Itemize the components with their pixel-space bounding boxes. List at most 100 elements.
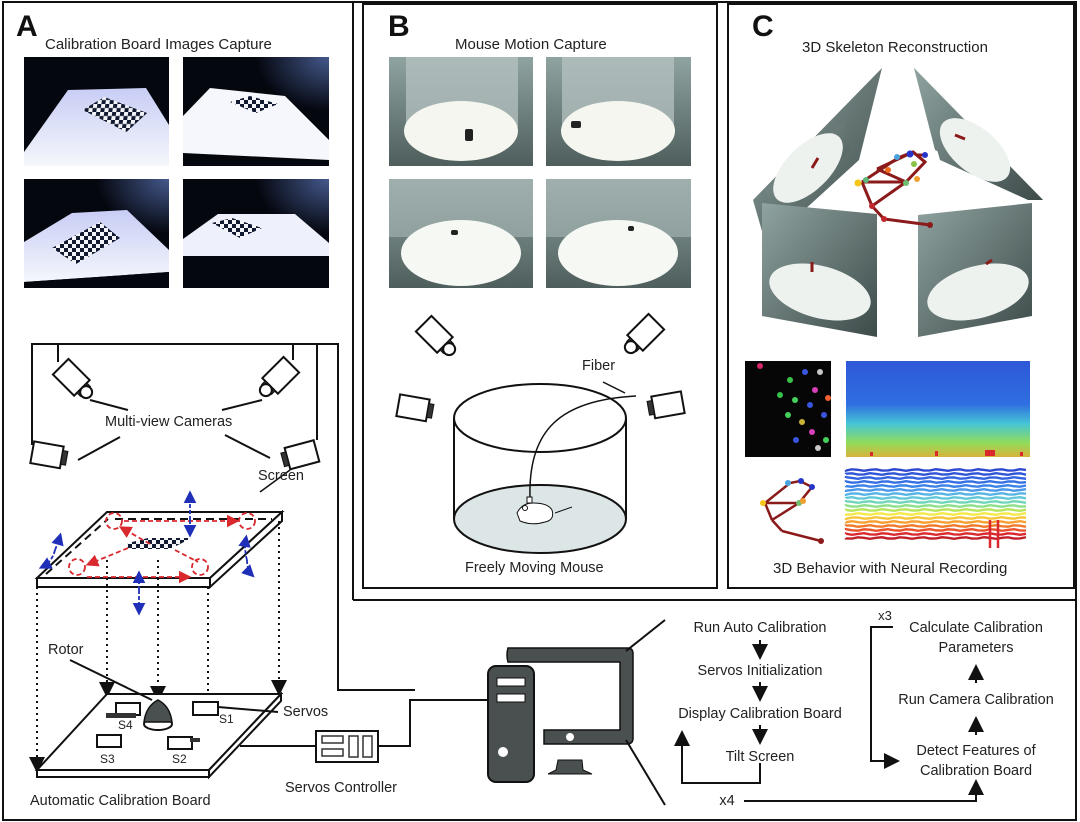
mouse-photo-2 [546,57,691,166]
servo-label-s1: S1 [219,712,234,726]
rotor-label: Rotor [48,642,84,658]
neural-trace [844,536,1027,541]
calibration-photo-1 [24,57,169,166]
servos-controller-icon [315,699,488,763]
flow-step-display-calibration-board: Display Calibration Board [678,706,842,722]
fiber-label: Fiber [582,358,616,374]
loop-arrow-left [674,730,761,784]
neural-trace [844,507,1027,513]
mouse-photo-1 [389,57,533,166]
skew-photo-bottom-left [762,203,877,337]
servo-s1 [192,701,219,716]
panel-c-caption: 3D Behavior with Neural Recording [773,560,1008,577]
panel-b-title: Mouse Motion Capture [455,36,607,53]
mouse-photo-4 [546,179,691,288]
servo-label-s3: S3 [100,752,115,766]
servos-label: Servos [283,704,329,720]
servo-label-s4: S4 [118,718,133,732]
spectrogram-heatmap [846,361,1030,457]
panel-c-frame [727,3,1075,589]
neural-trace [844,511,1027,516]
panel-b-frame [362,3,718,589]
mouse-photo-3 [389,179,533,288]
servo-label-s2: S2 [172,752,187,766]
skeleton-small-joints [760,478,824,544]
loop-count-x4: x4 [719,793,735,809]
neural-trace [844,515,1027,521]
servo-s3 [96,734,122,748]
computer-monitor-icon [506,619,666,806]
skeleton-joints [854,150,933,228]
neural-trace [844,496,1027,501]
neuron-cells [757,363,831,451]
neural-trace [844,523,1027,528]
loop-count-x3: x3 [878,608,892,623]
spectrogram-peaks [870,450,1023,456]
tilt-arrows-blue [38,490,255,616]
flow-step-run-auto-calibration: Run Auto Calibration [693,620,827,636]
projection-lines [29,521,287,773]
neural-trace [844,468,1027,473]
multi-view-cameras-label: Multi-view Cameras [105,414,233,430]
neural-trace [844,500,1027,505]
skew-photo-bottom-right [918,203,1032,337]
flow-step-servos-initialization: Servos Initialization [697,663,823,679]
flow-step-detect-1: Detect Features of [916,743,1036,759]
flow-step-run-camera-calibration: Run Camera Calibration [898,692,1054,708]
skeleton-small [763,479,822,543]
camera-icon-top-left [51,357,95,401]
neural-trace [844,483,1027,488]
skew-photo-top-right [914,68,1043,200]
neural-trace [844,503,1027,509]
servos-controller-label: Servos Controller [285,780,398,796]
neural-trace [844,472,1027,477]
neural-trace [844,527,1027,533]
rotor-icon [143,699,173,731]
camera-rig-frame [31,343,415,691]
panel-c-letter: C [752,10,774,43]
panel-c-title: 3D Skeleton Reconstruction [802,39,988,56]
freely-moving-mouse-label: Freely Moving Mouse [465,560,604,576]
servo-s4 [106,702,141,718]
automatic-calibration-board-label: Automatic Calibration Board [30,793,211,809]
panel-b-letter: B [388,10,410,43]
calibration-photo-2 [183,57,329,166]
screen-label: Screen [258,468,304,484]
neural-traces [844,468,1027,548]
skew-photo-top-left [753,68,882,245]
calibration-photo-4 [183,179,329,288]
camera-icon-top-right [257,355,301,399]
calibration-photo-3 [24,179,169,288]
flow-step-tilt-screen: Tilt Screen [725,749,795,765]
servo-s2 [167,736,200,750]
panel-a-letter: A [16,10,38,43]
fiber-cable [529,395,637,499]
flow-step-calculate-2: Parameters [938,640,1014,656]
loop-arrow-right [870,626,900,769]
panel-a-title: Calibration Board Images Capture [45,36,272,53]
flow-step-detect-2: Calibration Board [919,763,1033,779]
neural-trace [844,532,1027,537]
neural-trace [844,519,1027,524]
neural-trace [844,475,1027,480]
neural-trace [844,479,1027,484]
neural-trace [844,492,1027,497]
neural-trace [844,487,1027,493]
mouse-icon [516,496,573,525]
automatic-calibration-board [34,659,316,780]
computer-tower-icon [487,665,535,783]
x4-arrow [744,779,984,802]
camera-icon-b-top-left [414,314,458,358]
camera-icon-b-top-right [622,312,666,356]
flow-step-calculate-1: Calculate Calibration [909,620,1043,636]
calcium-imaging-fov [745,361,831,457]
